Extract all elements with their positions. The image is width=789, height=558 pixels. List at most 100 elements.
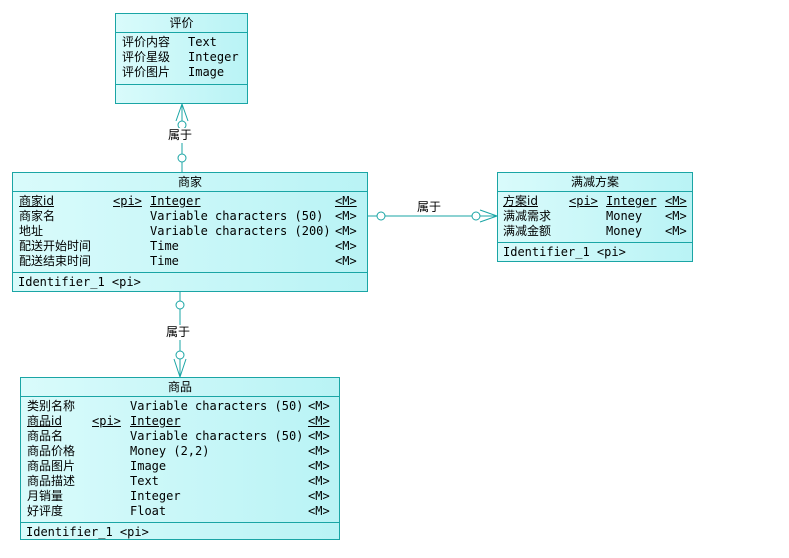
attribute-name: 满减金额: [503, 224, 552, 238]
attribute-row: 地址 Variable characters (200) <M>: [13, 224, 367, 239]
attribute-name: 配送结束时间: [19, 254, 92, 268]
crowfoot-product-right: [179, 358, 187, 378]
entity-product-title: 商品: [21, 378, 339, 397]
attribute-mandatory: <M>: [335, 224, 357, 238]
entity-product[interactable]: 商品 类别名称 Variable characters (50) <M> 商品i…: [20, 377, 340, 540]
attribute-name: 配送开始时间: [19, 239, 92, 253]
relationship-label-merchant-discount: 属于: [415, 200, 444, 215]
attribute-mandatory: <M>: [308, 399, 330, 413]
attribute-mandatory: <M>: [308, 504, 330, 518]
attribute-row: 评价星级 Integer: [116, 50, 247, 65]
entity-review-title: 评价: [116, 14, 247, 33]
attribute-row: 商家id <pi> Integer <M>: [13, 194, 367, 209]
entity-discount-plan[interactable]: 满减方案 方案id <pi> Integer <M> 满减需求 Money <M…: [497, 172, 693, 262]
attribute-row: 商品价格 Money (2,2) <M>: [21, 444, 339, 459]
attribute-type: Image: [188, 65, 225, 79]
attribute-mandatory: <M>: [335, 209, 357, 223]
entity-review[interactable]: 评价 评价内容 Text 评价星级 Integer 评价图片 Image: [115, 13, 248, 104]
attribute-type: Variable characters (50): [150, 209, 324, 223]
attribute-type: Integer: [130, 414, 181, 428]
attribute-pi: <pi>: [113, 194, 142, 208]
attribute-type: Float: [130, 504, 167, 518]
attribute-type: Integer: [150, 194, 201, 208]
attribute-type: Image: [130, 459, 167, 473]
attribute-type: Money: [606, 224, 643, 238]
attribute-type: Integer: [606, 194, 657, 208]
attribute-row: 满减需求 Money <M>: [498, 209, 692, 224]
attribute-type: Integer: [130, 489, 181, 503]
attribute-name: 评价星级: [122, 50, 171, 64]
attribute-mandatory: <M>: [308, 474, 330, 488]
attribute-type: Money (2,2): [130, 444, 210, 458]
optional-marker-merchant-right: [376, 211, 386, 221]
entity-merchant-identifier: Identifier_1 <pi>: [13, 272, 367, 291]
attribute-name: 月销量: [27, 489, 64, 503]
attribute-type: Variable characters (200): [150, 224, 331, 238]
crowfoot-discount-top: [479, 209, 498, 217]
relationship-label-merchant-product: 属于: [164, 325, 193, 340]
attribute-mandatory: <M>: [308, 459, 330, 473]
relationship-label-review-merchant: 属于: [166, 128, 195, 143]
attribute-name: 商家名: [19, 209, 56, 223]
attribute-name: 商品名: [27, 429, 64, 443]
optional-marker-merchant-bottom: [175, 300, 185, 310]
attribute-name: 商品图片: [27, 459, 76, 473]
crowfoot-review-right: [181, 103, 189, 122]
attribute-name: 评价图片: [122, 65, 171, 79]
crowfoot-product-left: [173, 358, 181, 378]
attribute-mandatory: <M>: [308, 414, 330, 428]
attribute-row: 类别名称 Variable characters (50) <M>: [21, 399, 339, 414]
attribute-mandatory: <M>: [335, 194, 357, 208]
attribute-name: 商品id: [27, 414, 62, 428]
attribute-name: 方案id: [503, 194, 538, 208]
attribute-name: 类别名称: [27, 399, 76, 413]
attribute-row: 好评度 Float <M>: [21, 504, 339, 519]
entity-review-divider: [116, 84, 247, 85]
attribute-row: 商品名 Variable characters (50) <M>: [21, 429, 339, 444]
attribute-name: 地址: [19, 224, 44, 238]
attribute-mandatory: <M>: [308, 429, 330, 443]
attribute-row: 配送结束时间 Time <M>: [13, 254, 367, 269]
entity-discount-identifier: Identifier_1 <pi>: [498, 242, 692, 261]
entity-product-identifier: Identifier_1 <pi>: [21, 522, 339, 541]
attribute-name: 商品价格: [27, 444, 76, 458]
attribute-row: 配送开始时间 Time <M>: [13, 239, 367, 254]
attribute-row: 方案id <pi> Integer <M>: [498, 194, 692, 209]
optional-marker-discount: [471, 211, 481, 221]
attribute-row: 满减金额 Money <M>: [498, 224, 692, 239]
attribute-type: Time: [150, 254, 179, 268]
optional-marker-product: [175, 350, 185, 360]
attribute-type: Money: [606, 209, 643, 223]
crowfoot-discount-bottom: [479, 215, 498, 223]
attribute-row: 商品图片 Image <M>: [21, 459, 339, 474]
attribute-mandatory: <M>: [308, 489, 330, 503]
entity-discount-title: 满减方案: [498, 173, 692, 192]
optional-marker-merchant-top: [177, 153, 187, 163]
attribute-pi: <pi>: [569, 194, 598, 208]
attribute-mandatory: <M>: [665, 224, 687, 238]
attribute-type: Integer: [188, 50, 239, 64]
attribute-type: Time: [150, 239, 179, 253]
attribute-type: Text: [130, 474, 159, 488]
crowfoot-review-left: [175, 103, 183, 122]
entity-merchant-title: 商家: [13, 173, 367, 192]
attribute-name: 商家id: [19, 194, 54, 208]
attribute-row: 商家名 Variable characters (50) <M>: [13, 209, 367, 224]
attribute-type: Variable characters (50): [130, 399, 304, 413]
attribute-row: 月销量 Integer <M>: [21, 489, 339, 504]
attribute-row: 评价图片 Image: [116, 65, 247, 80]
attribute-row: 商品id <pi> Integer <M>: [21, 414, 339, 429]
attribute-row: 评价内容 Text: [116, 35, 247, 50]
attribute-type: Variable characters (50): [130, 429, 304, 443]
attribute-name: 满减需求: [503, 209, 552, 223]
attribute-mandatory: <M>: [665, 209, 687, 223]
attribute-mandatory: <M>: [335, 254, 357, 268]
attribute-mandatory: <M>: [335, 239, 357, 253]
attribute-pi: <pi>: [92, 414, 121, 428]
attribute-name: 好评度: [27, 504, 64, 518]
attribute-row: 商品描述 Text <M>: [21, 474, 339, 489]
entity-merchant[interactable]: 商家 商家id <pi> Integer <M> 商家名 Variable ch…: [12, 172, 368, 292]
attribute-mandatory: <M>: [308, 444, 330, 458]
attribute-type: Text: [188, 35, 217, 49]
